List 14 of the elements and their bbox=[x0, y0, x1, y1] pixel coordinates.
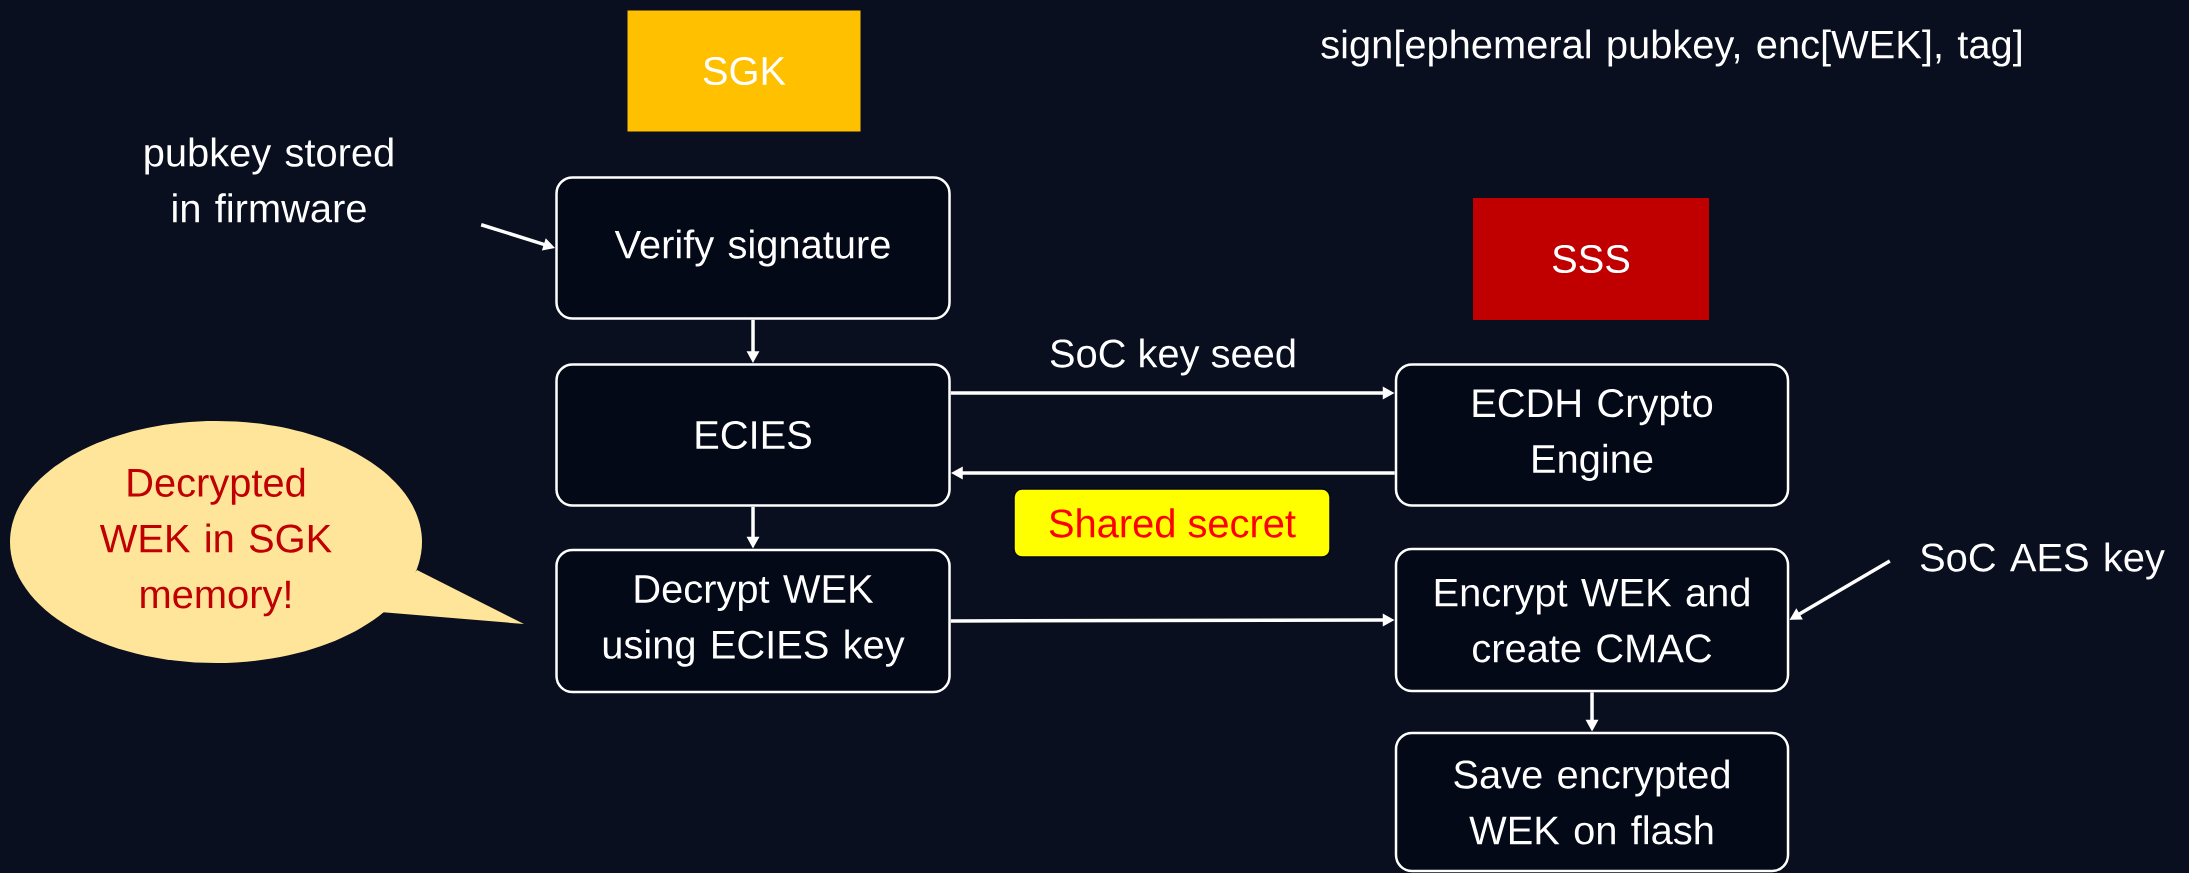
annotation-text: pubkey stored in firmware bbox=[145, 137, 393, 223]
annotation-text: sign[ephemeral pubkey, enc[WEK], tag] bbox=[1321, 29, 2021, 67]
highlight-label: Shared secret bbox=[1013, 488, 1331, 558]
process-box: Verify signature bbox=[555, 176, 951, 320]
process-box: Decrypt WEK using ECIES key bbox=[555, 548, 951, 694]
process-box: Save encrypted WEK on flash bbox=[1394, 731, 1790, 873]
edge-label: SoC key seed bbox=[1045, 335, 1301, 379]
label-box: SGK bbox=[627, 10, 861, 132]
process-box: Encrypt WEK and create CMAC bbox=[1394, 547, 1790, 693]
process-box: ECDH Crypto Engine bbox=[1394, 363, 1790, 507]
process-box: ECIES bbox=[555, 363, 951, 507]
speech-bubble: Decrypted WEK in SGK memory! bbox=[10, 421, 524, 663]
label-box: SSS bbox=[1473, 198, 1710, 320]
annotation-text: SoC AES key bbox=[1920, 542, 2165, 580]
